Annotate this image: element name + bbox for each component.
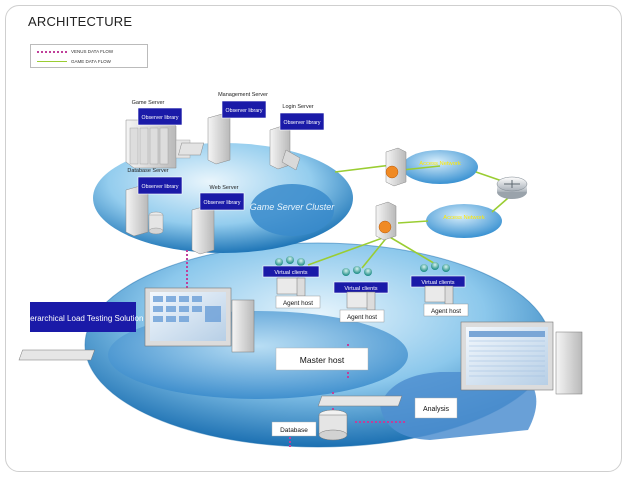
gateway-server-icon-2 bbox=[375, 201, 397, 241]
solution-box bbox=[30, 302, 136, 332]
venus-flow-swatch bbox=[37, 51, 67, 53]
observer-label-login: Observer library bbox=[284, 120, 321, 126]
access-network-label-1: Access Network bbox=[419, 161, 461, 167]
game-server-cluster-label: Game Server Cluster bbox=[250, 202, 336, 212]
virtual-clients-label-1: Virtual clients bbox=[274, 270, 307, 276]
game-flow-swatch bbox=[37, 61, 67, 62]
master-host-computer-icon bbox=[18, 287, 255, 361]
database-icon bbox=[318, 409, 348, 441]
management-server-label: Management Server bbox=[218, 92, 268, 98]
analysis-box bbox=[414, 397, 458, 419]
analysis-label: Analysis bbox=[423, 406, 450, 413]
virtual-clients-group-3: Virtual clients bbox=[410, 262, 466, 288]
observer-tag-login: Observer library bbox=[279, 112, 325, 131]
web-server-label: Web Server bbox=[210, 185, 239, 191]
observer-label-web: Observer library bbox=[204, 200, 241, 206]
virtual-clients-label-3: Virtual clients bbox=[421, 280, 454, 286]
virtual-clients-group-2: Virtual clients bbox=[333, 266, 389, 294]
solution-label: Hierarchical Load Testing Solution bbox=[23, 314, 144, 323]
page-title: ARCHITECTURE bbox=[28, 14, 133, 29]
agent-host-box-3 bbox=[423, 303, 469, 317]
analysis-computer-icon bbox=[317, 321, 583, 407]
game-server-label: Game Server bbox=[132, 100, 165, 106]
game-server-cluster-disk bbox=[250, 184, 334, 236]
login-server-label: Login Server bbox=[282, 104, 313, 110]
agent-host-computer-1 bbox=[276, 277, 306, 297]
web-server-icon bbox=[191, 205, 215, 255]
database-server-icon bbox=[125, 185, 164, 237]
observer-label-game: Observer library bbox=[142, 115, 179, 121]
legend-item-game: GAME DATA FLOW bbox=[37, 58, 147, 66]
router-icon bbox=[496, 176, 528, 199]
agent-host-box-1 bbox=[275, 295, 321, 309]
agent-host-label-3: Agent host bbox=[431, 308, 461, 315]
observer-tag-database: Observer library bbox=[137, 176, 183, 195]
agent-host-computer-3 bbox=[424, 285, 454, 305]
legend-item-venus: VENUS DATA FLOW bbox=[37, 48, 147, 56]
login-server-icon bbox=[269, 125, 301, 171]
observer-tag-web: Observer library bbox=[199, 192, 245, 211]
master-host-label: Master host bbox=[300, 355, 345, 365]
agent-host-box-2 bbox=[339, 309, 385, 323]
access-network-disk-1 bbox=[402, 150, 478, 184]
access-network-label-2: Access Network bbox=[443, 215, 485, 221]
database-server-label: Database Server bbox=[127, 168, 168, 174]
gateway-server-icon-1 bbox=[385, 147, 407, 187]
database-box bbox=[271, 421, 317, 437]
observer-tag-management: Observer library bbox=[221, 100, 267, 119]
game-server-icon bbox=[125, 119, 191, 169]
agent-host-label-2: Agent host bbox=[347, 314, 377, 321]
observer-tag-game: Observer library bbox=[137, 107, 183, 126]
virtual-clients-group-1: Virtual clients bbox=[262, 256, 320, 278]
database-label: Database bbox=[280, 427, 308, 434]
agent-host-computer-2 bbox=[346, 291, 376, 311]
master-host-box bbox=[275, 347, 369, 371]
agent-host-label-1: Agent host bbox=[283, 300, 313, 307]
legend: VENUS DATA FLOW GAME DATA FLOW bbox=[30, 44, 148, 68]
access-network-disk-2 bbox=[426, 204, 502, 238]
virtual-clients-label-2: Virtual clients bbox=[344, 286, 377, 292]
legend-label-game: GAME DATA FLOW bbox=[71, 59, 111, 64]
observer-label-database: Observer library bbox=[142, 184, 179, 190]
management-server-icon bbox=[178, 113, 231, 165]
legend-label-venus: VENUS DATA FLOW bbox=[71, 49, 114, 54]
observer-label-management: Observer library bbox=[226, 108, 263, 114]
